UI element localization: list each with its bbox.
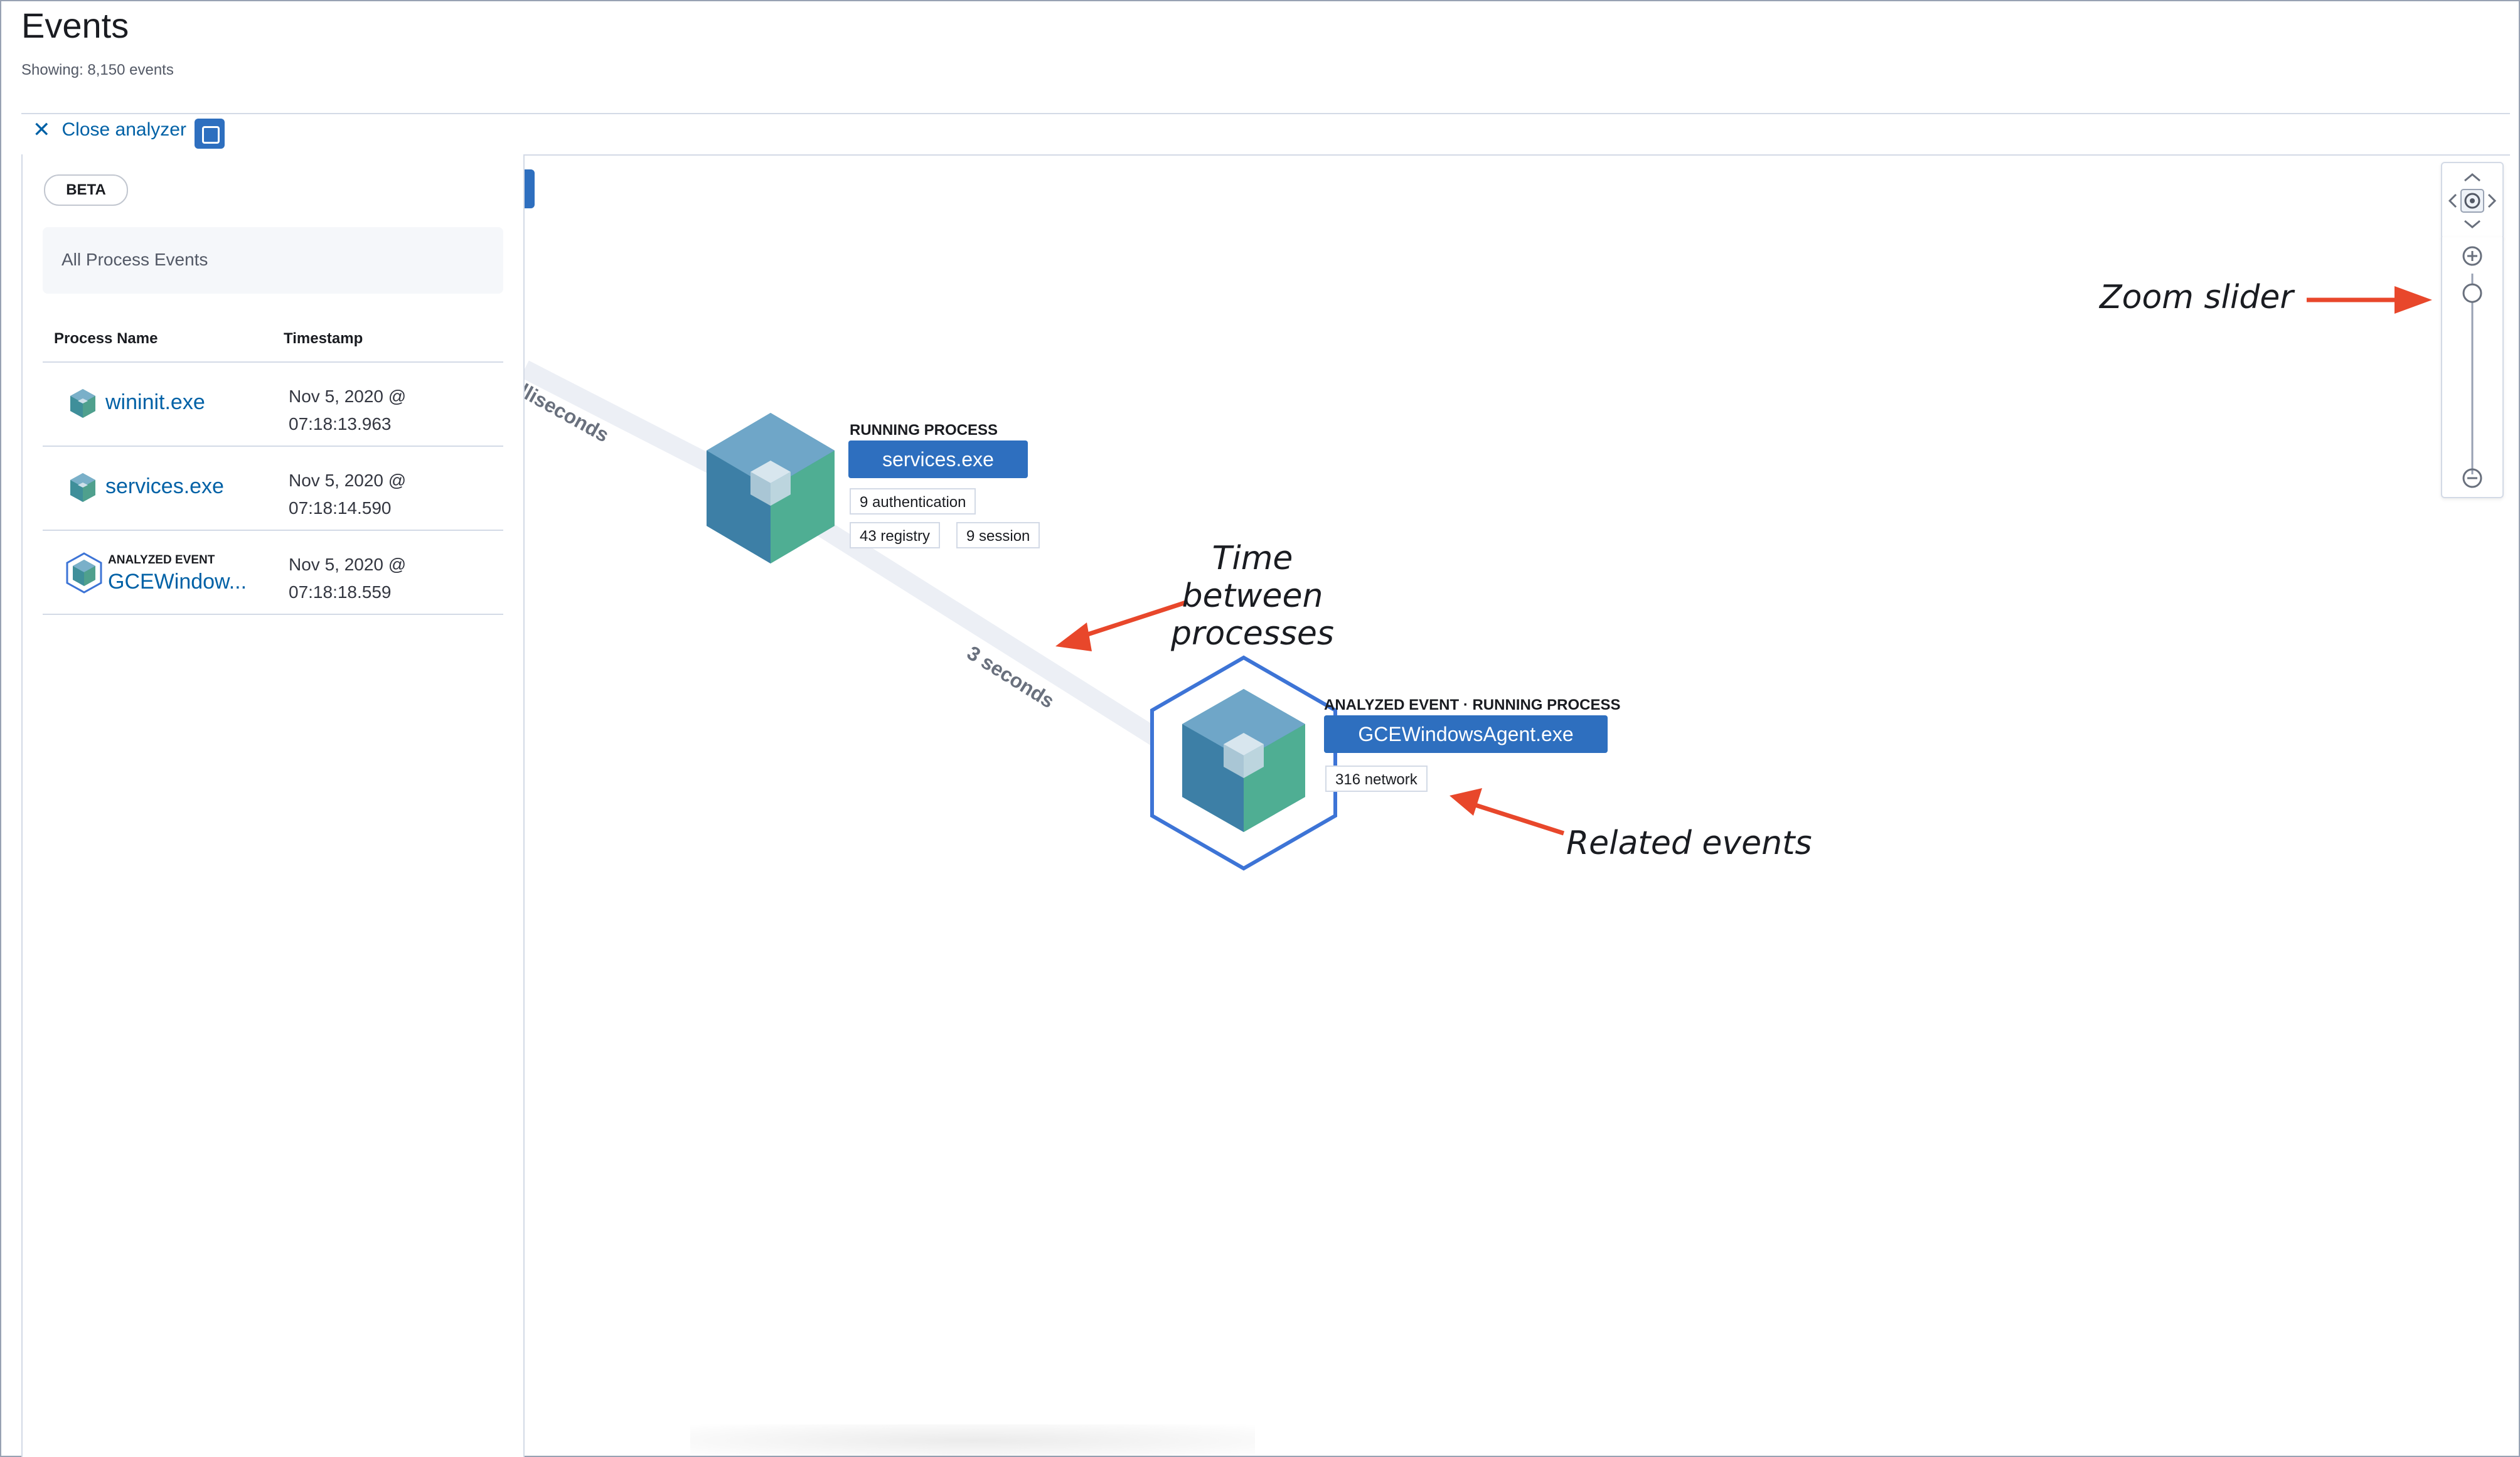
bottom-shadow (690, 1424, 1255, 1457)
beta-badge: BETA (44, 174, 128, 206)
services-node-button[interactable]: services.exe (848, 440, 1028, 478)
row-divider (43, 614, 503, 615)
annotation-line: processes (1170, 615, 1335, 653)
timestamp-cell: Nov 5, 2020 @ 07:18:13.963 (289, 383, 406, 438)
process-cube-icon (70, 473, 95, 502)
timestamp-date: Nov 5, 2020 @ (289, 387, 407, 406)
breadcrumb: All Process Events (43, 227, 503, 294)
timestamp-cell: Nov 5, 2020 @ 07:18:18.559 (289, 551, 406, 606)
toolbar-divider (21, 154, 2510, 156)
timestamp-date: Nov 5, 2020 @ (289, 555, 407, 574)
close-analyzer-label: Close analyzer (61, 119, 186, 140)
related-events-pill[interactable]: 43 registry (850, 522, 941, 548)
column-header-timestamp[interactable]: Timestamp (284, 330, 363, 347)
process-link-wininit[interactable]: wininit.exe (105, 390, 205, 414)
table-row: services.exe Nov 5, 2020 @ 07:18:14.590 (43, 447, 503, 530)
chevron-down-icon (2464, 220, 2480, 228)
timestamp-time: 07:18:18.559 (289, 582, 392, 602)
node-state-label: RUNNING PROCESS (850, 422, 998, 439)
zoom-thumb (2462, 283, 2482, 303)
pan-control-icons (2448, 173, 2497, 228)
header-divider (21, 113, 2510, 114)
graph-canvas[interactable]: illiseconds 3 seconds RUNNING PROCESS se… (525, 156, 2517, 1457)
breadcrumb-all-process-events[interactable]: All Process Events (61, 250, 208, 269)
chevron-right-icon (2487, 193, 2497, 208)
annotation-time-between: Time between processes (1158, 540, 1347, 653)
timestamp-cell: Nov 5, 2020 @ 07:18:14.590 (289, 467, 406, 522)
table-header-divider (43, 361, 503, 363)
row-divider (43, 530, 503, 531)
chevron-left-icon (2448, 193, 2457, 208)
process-list-panel: BETA All Process Events Process Name Tim… (21, 154, 525, 1457)
annotation-arrows (1055, 286, 2432, 836)
process-link-gcewindowsagent[interactable]: GCEWindow... (108, 570, 247, 594)
fullscreen-button[interactable] (195, 119, 225, 149)
zoom-out-icon (2462, 468, 2482, 488)
process-cube-icon (70, 389, 95, 418)
annotation-line: between (1182, 577, 1323, 615)
close-icon: ✕ (33, 118, 51, 142)
offscreen-node-tab[interactable] (525, 169, 535, 208)
annotation-related-events: Related events (1566, 825, 1812, 862)
related-events-pill[interactable]: 9 authentication (850, 488, 976, 515)
column-header-process-name[interactable]: Process Name (54, 330, 158, 347)
analyzed-event-label: ANALYZED EVENT (108, 553, 215, 567)
zoom-in-icon (2462, 246, 2482, 266)
page-title: Events (21, 6, 129, 45)
gce-node-cube (1182, 689, 1305, 832)
graph-edges (525, 286, 2432, 871)
event-count: Showing: 8,150 events (21, 61, 174, 78)
process-link-services[interactable]: services.exe (105, 474, 224, 498)
gce-node-button[interactable]: GCEWindowsAgent.exe (1324, 715, 1608, 753)
annotation-line: Time (1212, 540, 1293, 577)
fullscreen-icon (202, 126, 220, 144)
close-analyzer-button[interactable]: ✕ Close analyzer (33, 119, 186, 141)
edge-line (764, 486, 1178, 757)
analyzed-process-icon (66, 552, 102, 594)
timestamp-date: Nov 5, 2020 @ (289, 471, 407, 490)
services-node-cube (707, 413, 835, 563)
related-events-pill[interactable]: 9 session (956, 522, 1040, 548)
related-events-pill[interactable]: 316 network (1325, 766, 1428, 792)
chevron-up-icon (2464, 173, 2480, 182)
zoom-slider-control[interactable] (2441, 237, 2504, 498)
node-state-label: ANALYZED EVENT · RUNNING PROCESS (1324, 696, 1621, 713)
table-row: ANALYZED EVENT GCEWindow... Nov 5, 2020 … (43, 531, 503, 614)
table-row: wininit.exe Nov 5, 2020 @ 07:18:13.963 (43, 363, 503, 446)
zoom-slider[interactable] (2442, 237, 2502, 497)
timestamp-time: 07:18:13.963 (289, 414, 392, 434)
timestamp-time: 07:18:14.590 (289, 498, 392, 518)
row-divider (43, 446, 503, 447)
annotation-zoom-slider: Zoom slider (2100, 279, 2293, 316)
pan-control (2441, 162, 2504, 240)
